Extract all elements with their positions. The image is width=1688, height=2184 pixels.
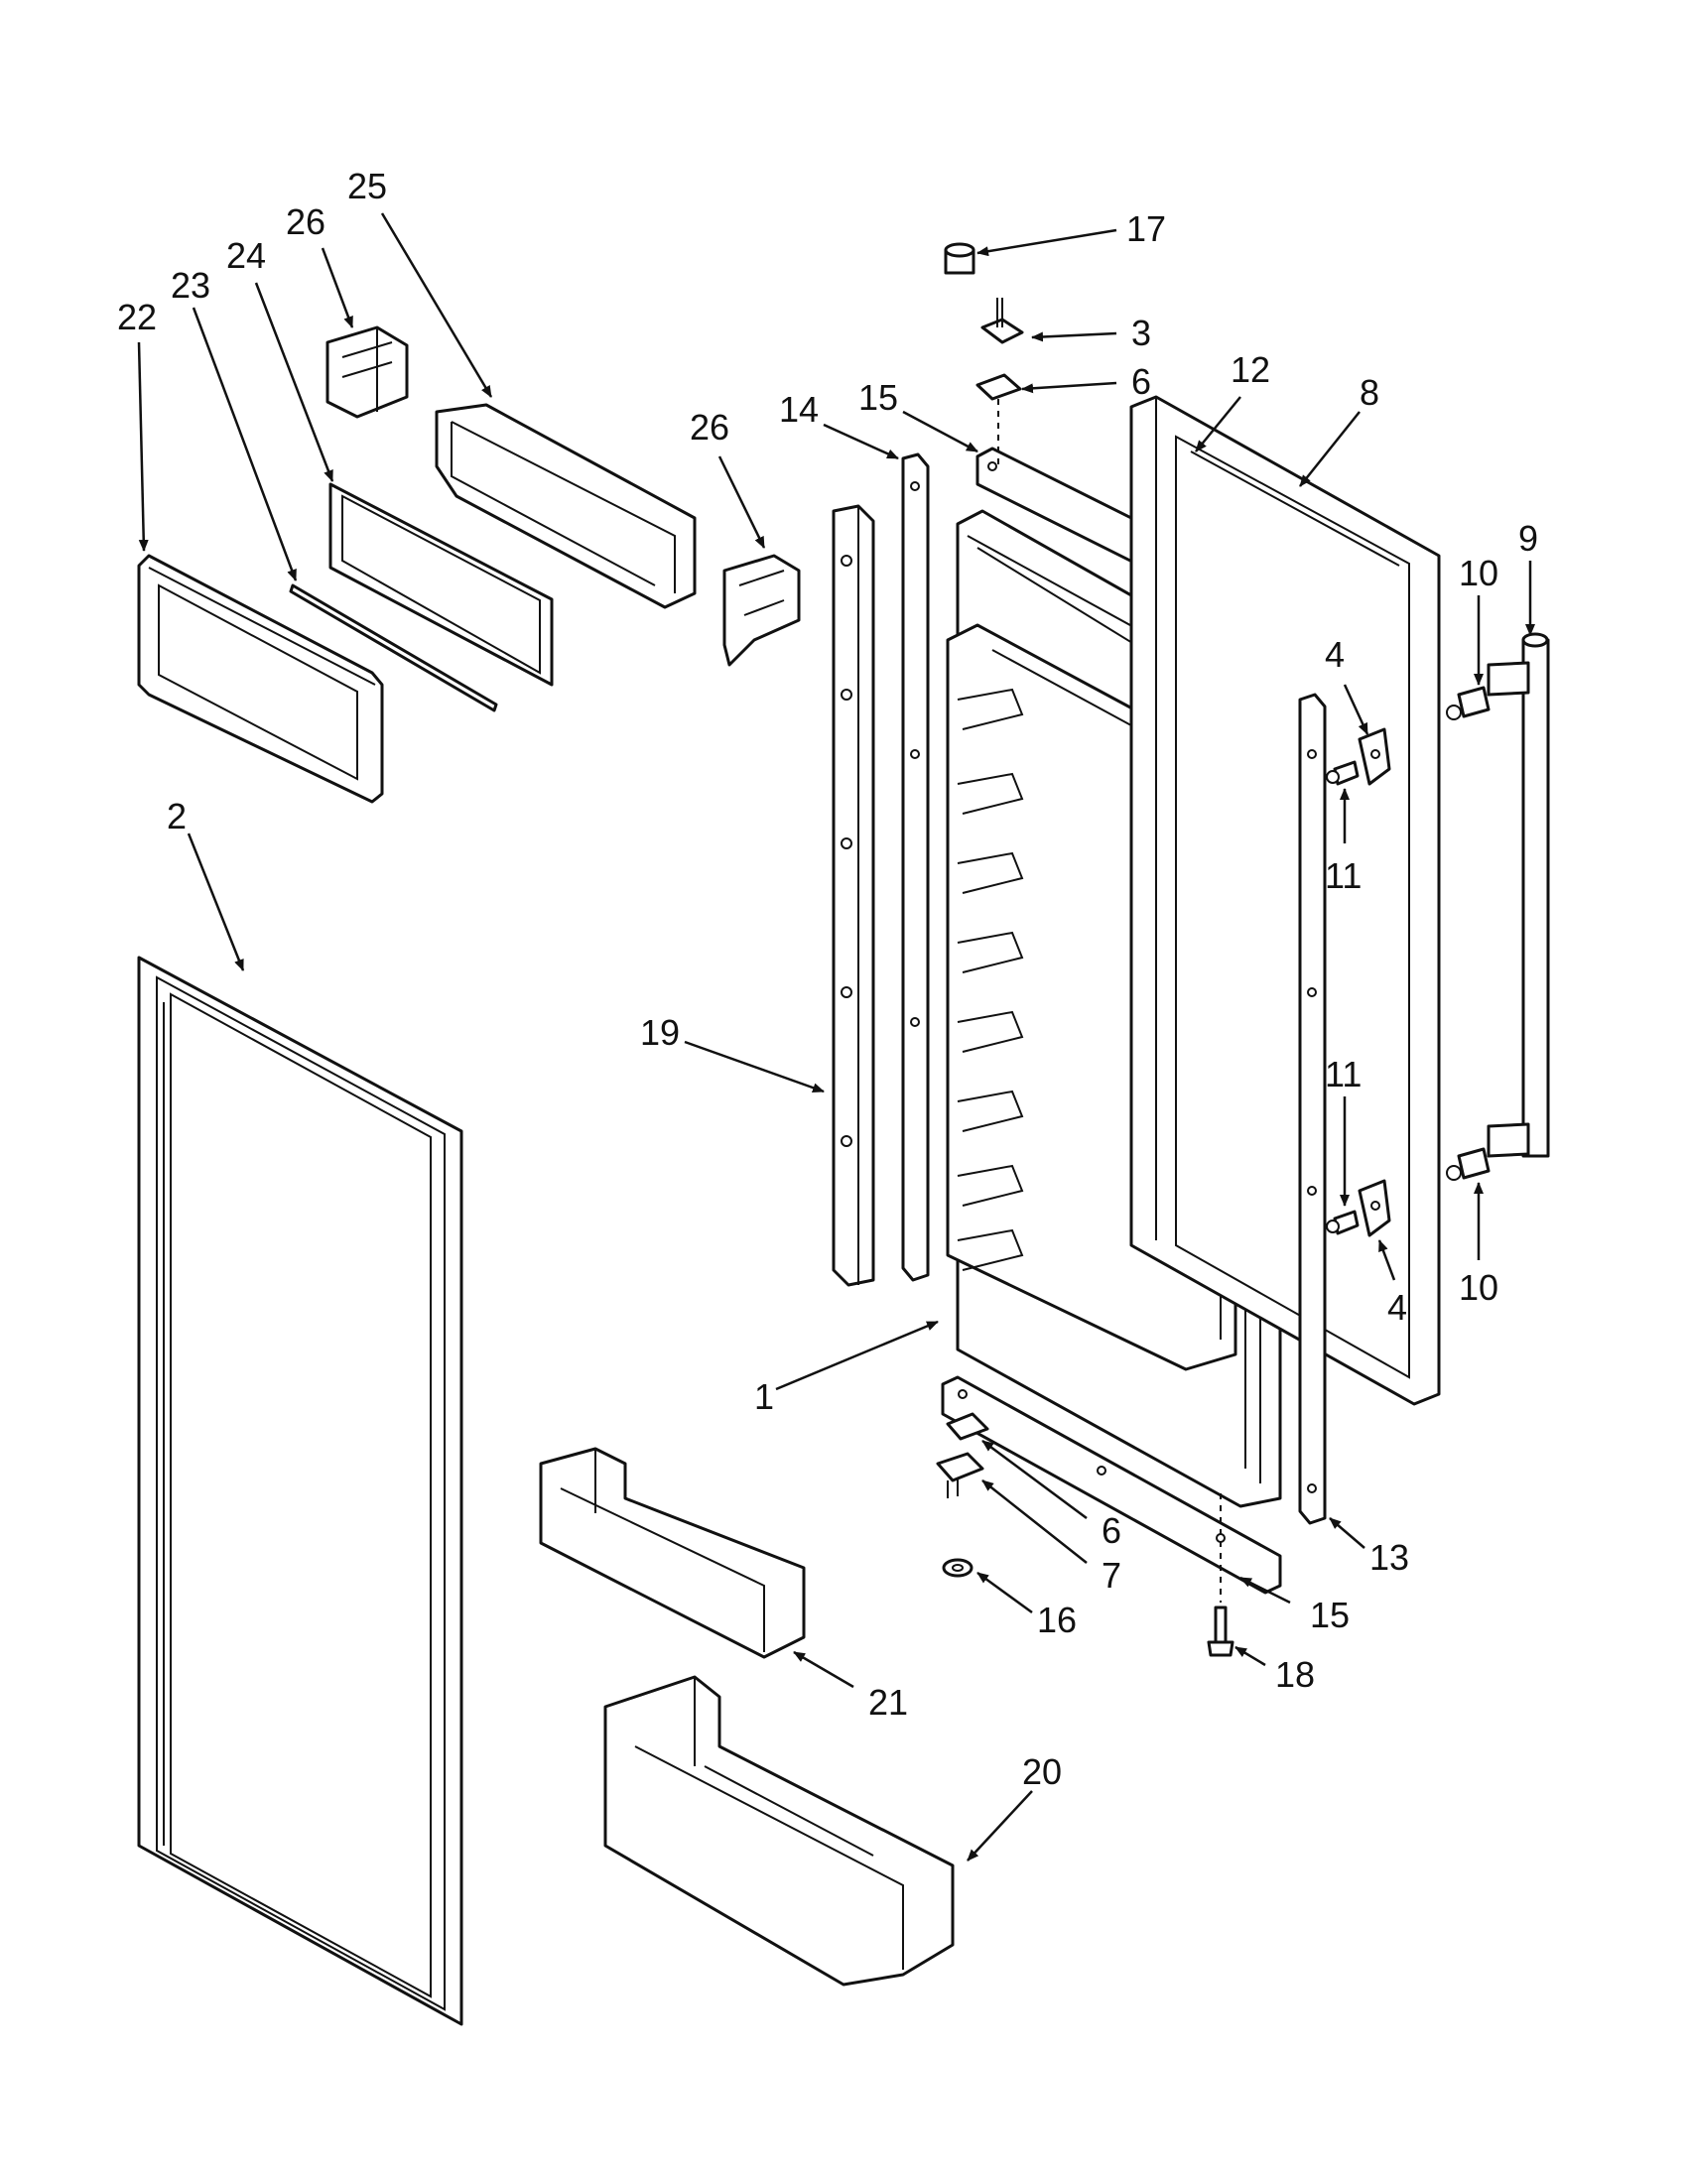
callout-23: 23 [171, 265, 210, 306]
leader-18 [1234, 1645, 1266, 1667]
leader-20 [967, 1790, 1033, 1862]
leader-21 [793, 1650, 854, 1689]
callout-4a: 4 [1325, 634, 1345, 675]
callout-20: 20 [1022, 1751, 1062, 1792]
callout-13: 13 [1369, 1537, 1409, 1578]
bin-housing [435, 403, 697, 609]
callout-15a: 15 [858, 377, 898, 418]
bottom-hinge [936, 1412, 989, 1498]
leader-24 [254, 282, 334, 482]
handle-standoff-bottom [1446, 1147, 1491, 1181]
leader-12 [1195, 396, 1241, 452]
callout-26a: 26 [286, 201, 325, 242]
leader-26a [321, 247, 354, 328]
leader-2 [187, 833, 245, 971]
callout-4b: 4 [1387, 1287, 1407, 1328]
leader-6b [981, 1439, 1088, 1520]
bracket-middle [722, 554, 801, 667]
top-hinge [980, 298, 1024, 344]
callout-6b: 6 [1102, 1510, 1121, 1551]
panel-front [137, 554, 384, 804]
bottom-screw [1207, 1493, 1234, 1657]
leader-4b [1377, 1239, 1396, 1281]
handle-standoff-top [1446, 686, 1491, 720]
callout-12: 12 [1231, 349, 1270, 390]
callout-2: 2 [167, 796, 187, 836]
door-handle [1487, 632, 1550, 1158]
leader-25 [380, 212, 493, 398]
callout-14: 14 [779, 389, 819, 430]
callout-8: 8 [1360, 372, 1379, 413]
washer [942, 1558, 974, 1578]
trim-strip-left [832, 504, 875, 1287]
leader-15b [1239, 1576, 1291, 1605]
leader-7 [981, 1479, 1088, 1564]
callout-15b: 15 [1310, 1595, 1350, 1635]
screw-top [1326, 760, 1360, 786]
callout-11b: 11 [1325, 1054, 1362, 1094]
callout-labels: 1 2 3 4 4 6 6 7 8 9 10 10 11 11 12 13 14… [117, 166, 1538, 1792]
leader-6a [1021, 381, 1117, 394]
leader-lines [137, 212, 1535, 1862]
liner-shelf-rails [957, 688, 1024, 1271]
callout-10b: 10 [1459, 1267, 1498, 1308]
callout-16: 16 [1037, 1600, 1077, 1640]
handle-bracket-top [1358, 727, 1391, 786]
callout-19: 19 [640, 1012, 680, 1053]
callout-11a: 11 [1325, 855, 1362, 896]
door-gasket [137, 956, 463, 2026]
rod [289, 583, 498, 712]
callout-24: 24 [226, 235, 266, 276]
trim-strip-right [1298, 693, 1327, 1525]
hinge-strip-bottom [941, 1375, 1282, 1595]
callout-7: 7 [1102, 1555, 1121, 1596]
handle-bracket-bottom [1358, 1179, 1391, 1237]
door-bin-small [539, 1447, 806, 1659]
bracket-upper [325, 325, 409, 419]
panel-frame [328, 482, 554, 687]
callout-22: 22 [117, 297, 157, 337]
callout-17: 17 [1126, 208, 1166, 249]
callout-3: 3 [1131, 313, 1151, 353]
leader-15a [902, 410, 978, 453]
leader-19 [684, 1040, 825, 1093]
leader-8 [1299, 411, 1361, 487]
leader-16 [976, 1571, 1033, 1614]
hinge-shim-top [975, 373, 1022, 466]
leader-3 [1031, 331, 1117, 342]
leader-23 [192, 307, 298, 581]
leader-17 [976, 228, 1117, 257]
screw-bottom [1326, 1210, 1360, 1235]
callout-1: 1 [754, 1376, 774, 1417]
leader-26b [717, 455, 766, 549]
door-outer-panel [1129, 395, 1441, 1406]
hinge-cap [944, 242, 975, 275]
callout-26b: 26 [690, 407, 729, 448]
callout-18: 18 [1275, 1654, 1315, 1695]
callout-25: 25 [347, 166, 387, 206]
callout-21: 21 [868, 1682, 908, 1723]
leader-14 [823, 423, 899, 460]
leader-4a [1343, 684, 1369, 735]
callout-9: 9 [1518, 518, 1538, 559]
door-bin-large [603, 1675, 955, 1987]
gasket-strip [901, 452, 930, 1282]
leader-1 [775, 1320, 939, 1391]
leader-22 [137, 341, 149, 552]
callout-10a: 10 [1459, 553, 1498, 593]
leader-13 [1329, 1517, 1365, 1549]
callout-6a: 6 [1131, 361, 1151, 402]
